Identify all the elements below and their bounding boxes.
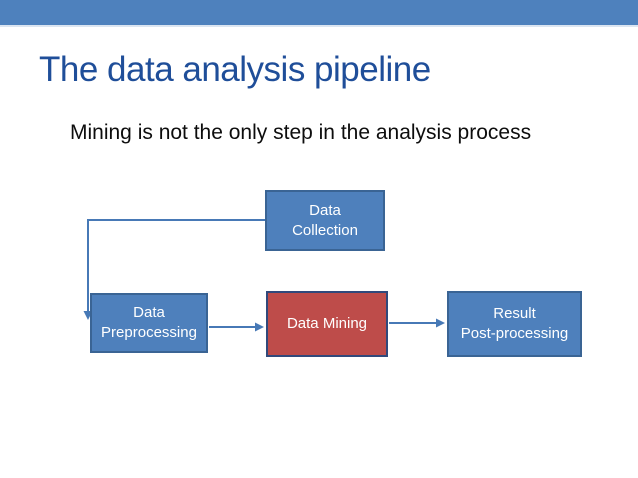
node-label: Collection bbox=[292, 221, 358, 239]
node-label: Result bbox=[493, 305, 536, 322]
slide-subtitle: Mining is not the only step in the analy… bbox=[70, 121, 532, 144]
node-data-collection: Data Collection bbox=[265, 190, 385, 251]
node-label: Data Mining bbox=[286, 315, 368, 332]
node-label: Data bbox=[133, 304, 165, 321]
node-label: Data bbox=[309, 201, 341, 219]
node-result-post-processing: Result Post-processing bbox=[447, 291, 582, 357]
node-label: Preprocessing bbox=[101, 324, 197, 341]
connector-collection-to-preprocessing bbox=[83, 219, 265, 320]
node-data-preprocessing: Data Preprocessing bbox=[90, 293, 208, 353]
top-banner bbox=[0, 0, 638, 27]
node-label: Post-processing bbox=[460, 325, 569, 342]
slide-title: The data analysis pipeline bbox=[39, 50, 431, 89]
node-data-mining: Data Mining bbox=[266, 291, 388, 357]
